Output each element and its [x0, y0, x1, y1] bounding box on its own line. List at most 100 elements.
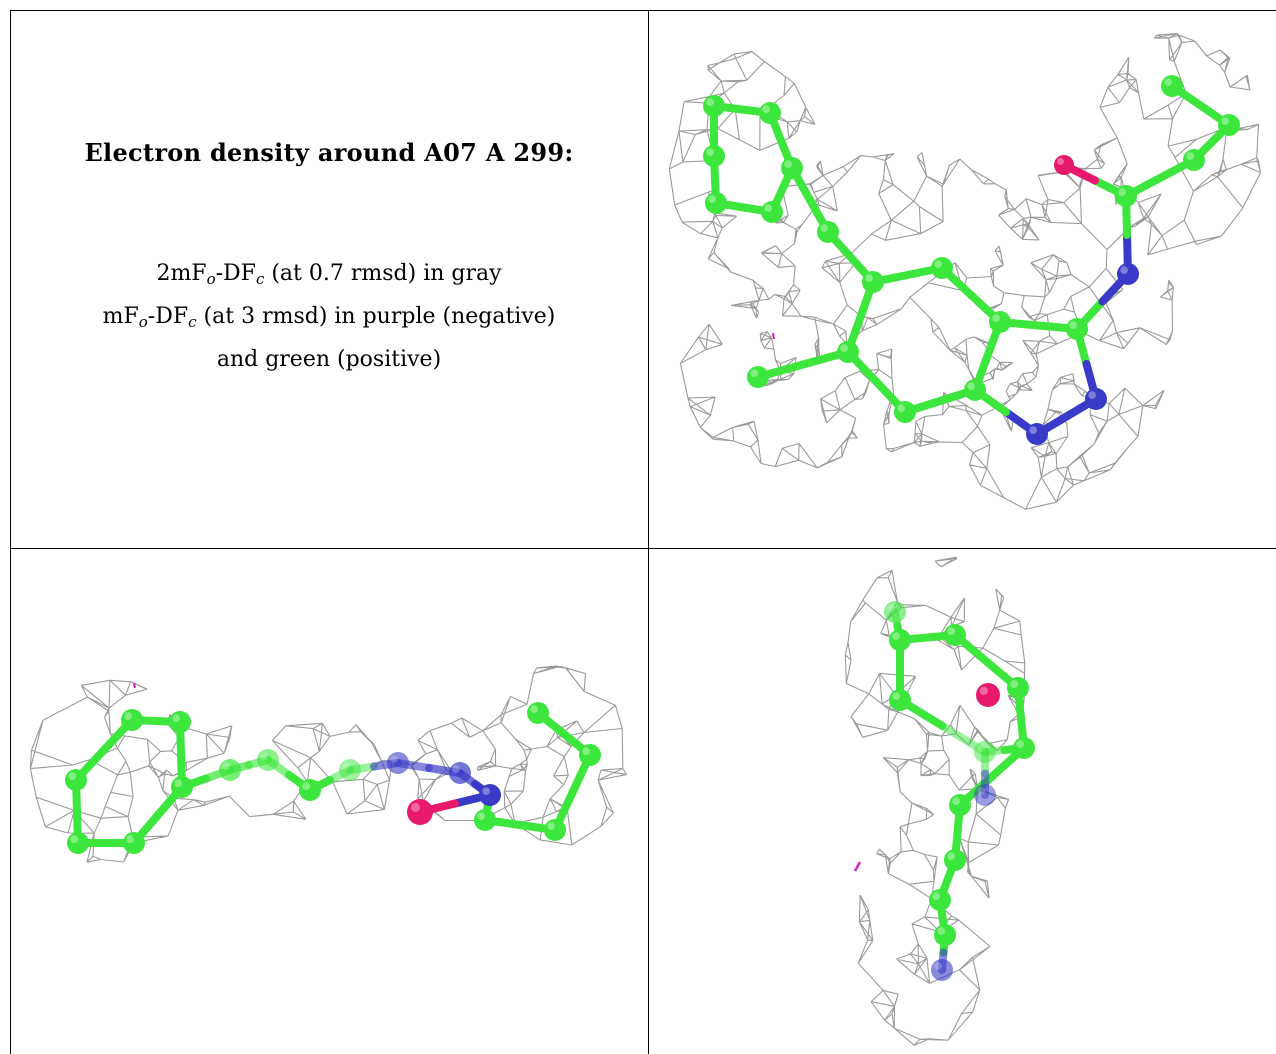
atom-highlight: [784, 160, 793, 168]
atom-highlight: [947, 852, 956, 861]
carbon-atom: [299, 779, 321, 801]
carbon-atom: [703, 95, 725, 117]
table-divider-horizontal: [10, 548, 1276, 549]
carbon-atom: [747, 366, 769, 388]
atom-highlight: [1118, 188, 1126, 196]
carbon-atom: [759, 102, 781, 124]
caption-cell: Electron density around A07 A 299: 2mFo-…: [11, 11, 648, 548]
oxygen-atom: [976, 683, 1000, 707]
carbon-atom: [929, 889, 951, 911]
legend-line-purple: mFo-DFc (at 3 rmsd) in purple (negative): [102, 304, 556, 331]
carbon-atom: [1183, 149, 1205, 171]
carbon-atom: [1013, 737, 1035, 759]
negative-density-blob: [853, 861, 862, 872]
atom-highlight: [706, 98, 715, 106]
nitrogen-atom: [479, 784, 501, 806]
atom-highlight: [892, 692, 901, 701]
view-bottom-left: [11, 549, 648, 1054]
atom-highlight: [934, 962, 943, 971]
carbon-atom: [527, 702, 549, 724]
atom-highlight: [992, 314, 1001, 322]
atom-highlight: [126, 835, 134, 844]
atom-highlight: [1016, 740, 1024, 749]
density-mesh: [668, 32, 1262, 510]
atom-highlight: [1010, 680, 1019, 689]
carbon-atom: [257, 749, 279, 771]
atom-highlight: [482, 787, 490, 796]
atom-highlight: [840, 344, 849, 352]
atom-highlight: [1069, 321, 1077, 329]
atom-highlight: [977, 744, 986, 753]
nitrogen-atom: [931, 959, 953, 981]
atom-highlight: [1221, 117, 1229, 125]
atom-highlight: [477, 812, 485, 821]
carbon-atom: [944, 849, 966, 871]
atom-highlight: [530, 705, 539, 714]
atom-highlight: [68, 772, 76, 781]
atom-highlight: [750, 369, 759, 377]
atom-highlight: [977, 787, 986, 796]
negative-density-blob: [772, 332, 775, 340]
ligand-atoms: [884, 601, 1035, 981]
carbon-atom: [862, 271, 884, 293]
atom-highlight: [932, 892, 941, 901]
carbon-atom: [219, 759, 241, 781]
carbon-atom: [579, 744, 601, 766]
atom-highlight: [1186, 152, 1194, 160]
carbon-atom: [1161, 75, 1183, 97]
nitrogen-atom: [1026, 423, 1048, 445]
carbon-atom: [817, 221, 839, 243]
atom-highlight: [708, 195, 717, 203]
carbon-atom: [705, 192, 727, 214]
atom-highlight: [947, 627, 956, 636]
carbon-atom: [339, 759, 361, 781]
view-top-right: [649, 11, 1276, 548]
atom-highlight: [1164, 78, 1172, 86]
atom-highlight: [390, 755, 398, 764]
negative-density-blob: [133, 682, 136, 689]
atom-highlight: [934, 260, 943, 268]
view-bottom-right: [649, 549, 1276, 1054]
carbon-atom: [1218, 114, 1240, 136]
carbon-atom: [65, 769, 87, 791]
carbon-atom: [837, 341, 859, 363]
carbon-atom: [944, 624, 966, 646]
carbon-atom: [67, 832, 89, 854]
atom-highlight: [582, 747, 591, 756]
density-mesh: [29, 665, 627, 863]
atom-highlight: [70, 835, 78, 844]
atom-highlight: [897, 404, 906, 412]
atom-highlight: [174, 779, 182, 788]
atom-highlight: [887, 604, 896, 613]
carbon-atom: [931, 257, 953, 279]
carbon-atom: [884, 601, 906, 623]
atom-highlight: [222, 762, 230, 771]
atom-highlight: [547, 822, 556, 831]
carbon-atom: [121, 709, 143, 731]
table-border-left: [10, 10, 11, 1054]
carbon-atom: [934, 924, 956, 946]
atom-highlight: [1120, 266, 1128, 274]
electron-density-map-icon: [29, 665, 627, 863]
atom-highlight: [1029, 426, 1037, 434]
atom-highlight: [952, 797, 961, 806]
carbon-atom: [171, 776, 193, 798]
atom-highlight: [260, 752, 268, 761]
electron-density-map-icon: [844, 556, 1035, 1046]
nitrogen-atom: [974, 784, 996, 806]
table-border-top: [10, 10, 1276, 11]
density-mesh-lines: [29, 665, 627, 863]
carbon-atom: [889, 629, 911, 651]
carbon-atom: [894, 401, 916, 423]
atom-highlight: [979, 686, 988, 695]
carbon-atom: [169, 711, 191, 733]
atom-highlight: [1057, 158, 1064, 165]
carbon-atom: [989, 311, 1011, 333]
legend-text: 2mFo-DFc (at 0.7 rmsd) in gray mFo-DFc (…: [11, 255, 648, 379]
carbon-atom: [1066, 318, 1088, 340]
atom-highlight: [124, 712, 132, 721]
atom-highlight: [764, 204, 773, 212]
nitrogen-atom: [1117, 263, 1139, 285]
oxygen-atom: [1054, 155, 1074, 175]
carbon-atom: [889, 689, 911, 711]
